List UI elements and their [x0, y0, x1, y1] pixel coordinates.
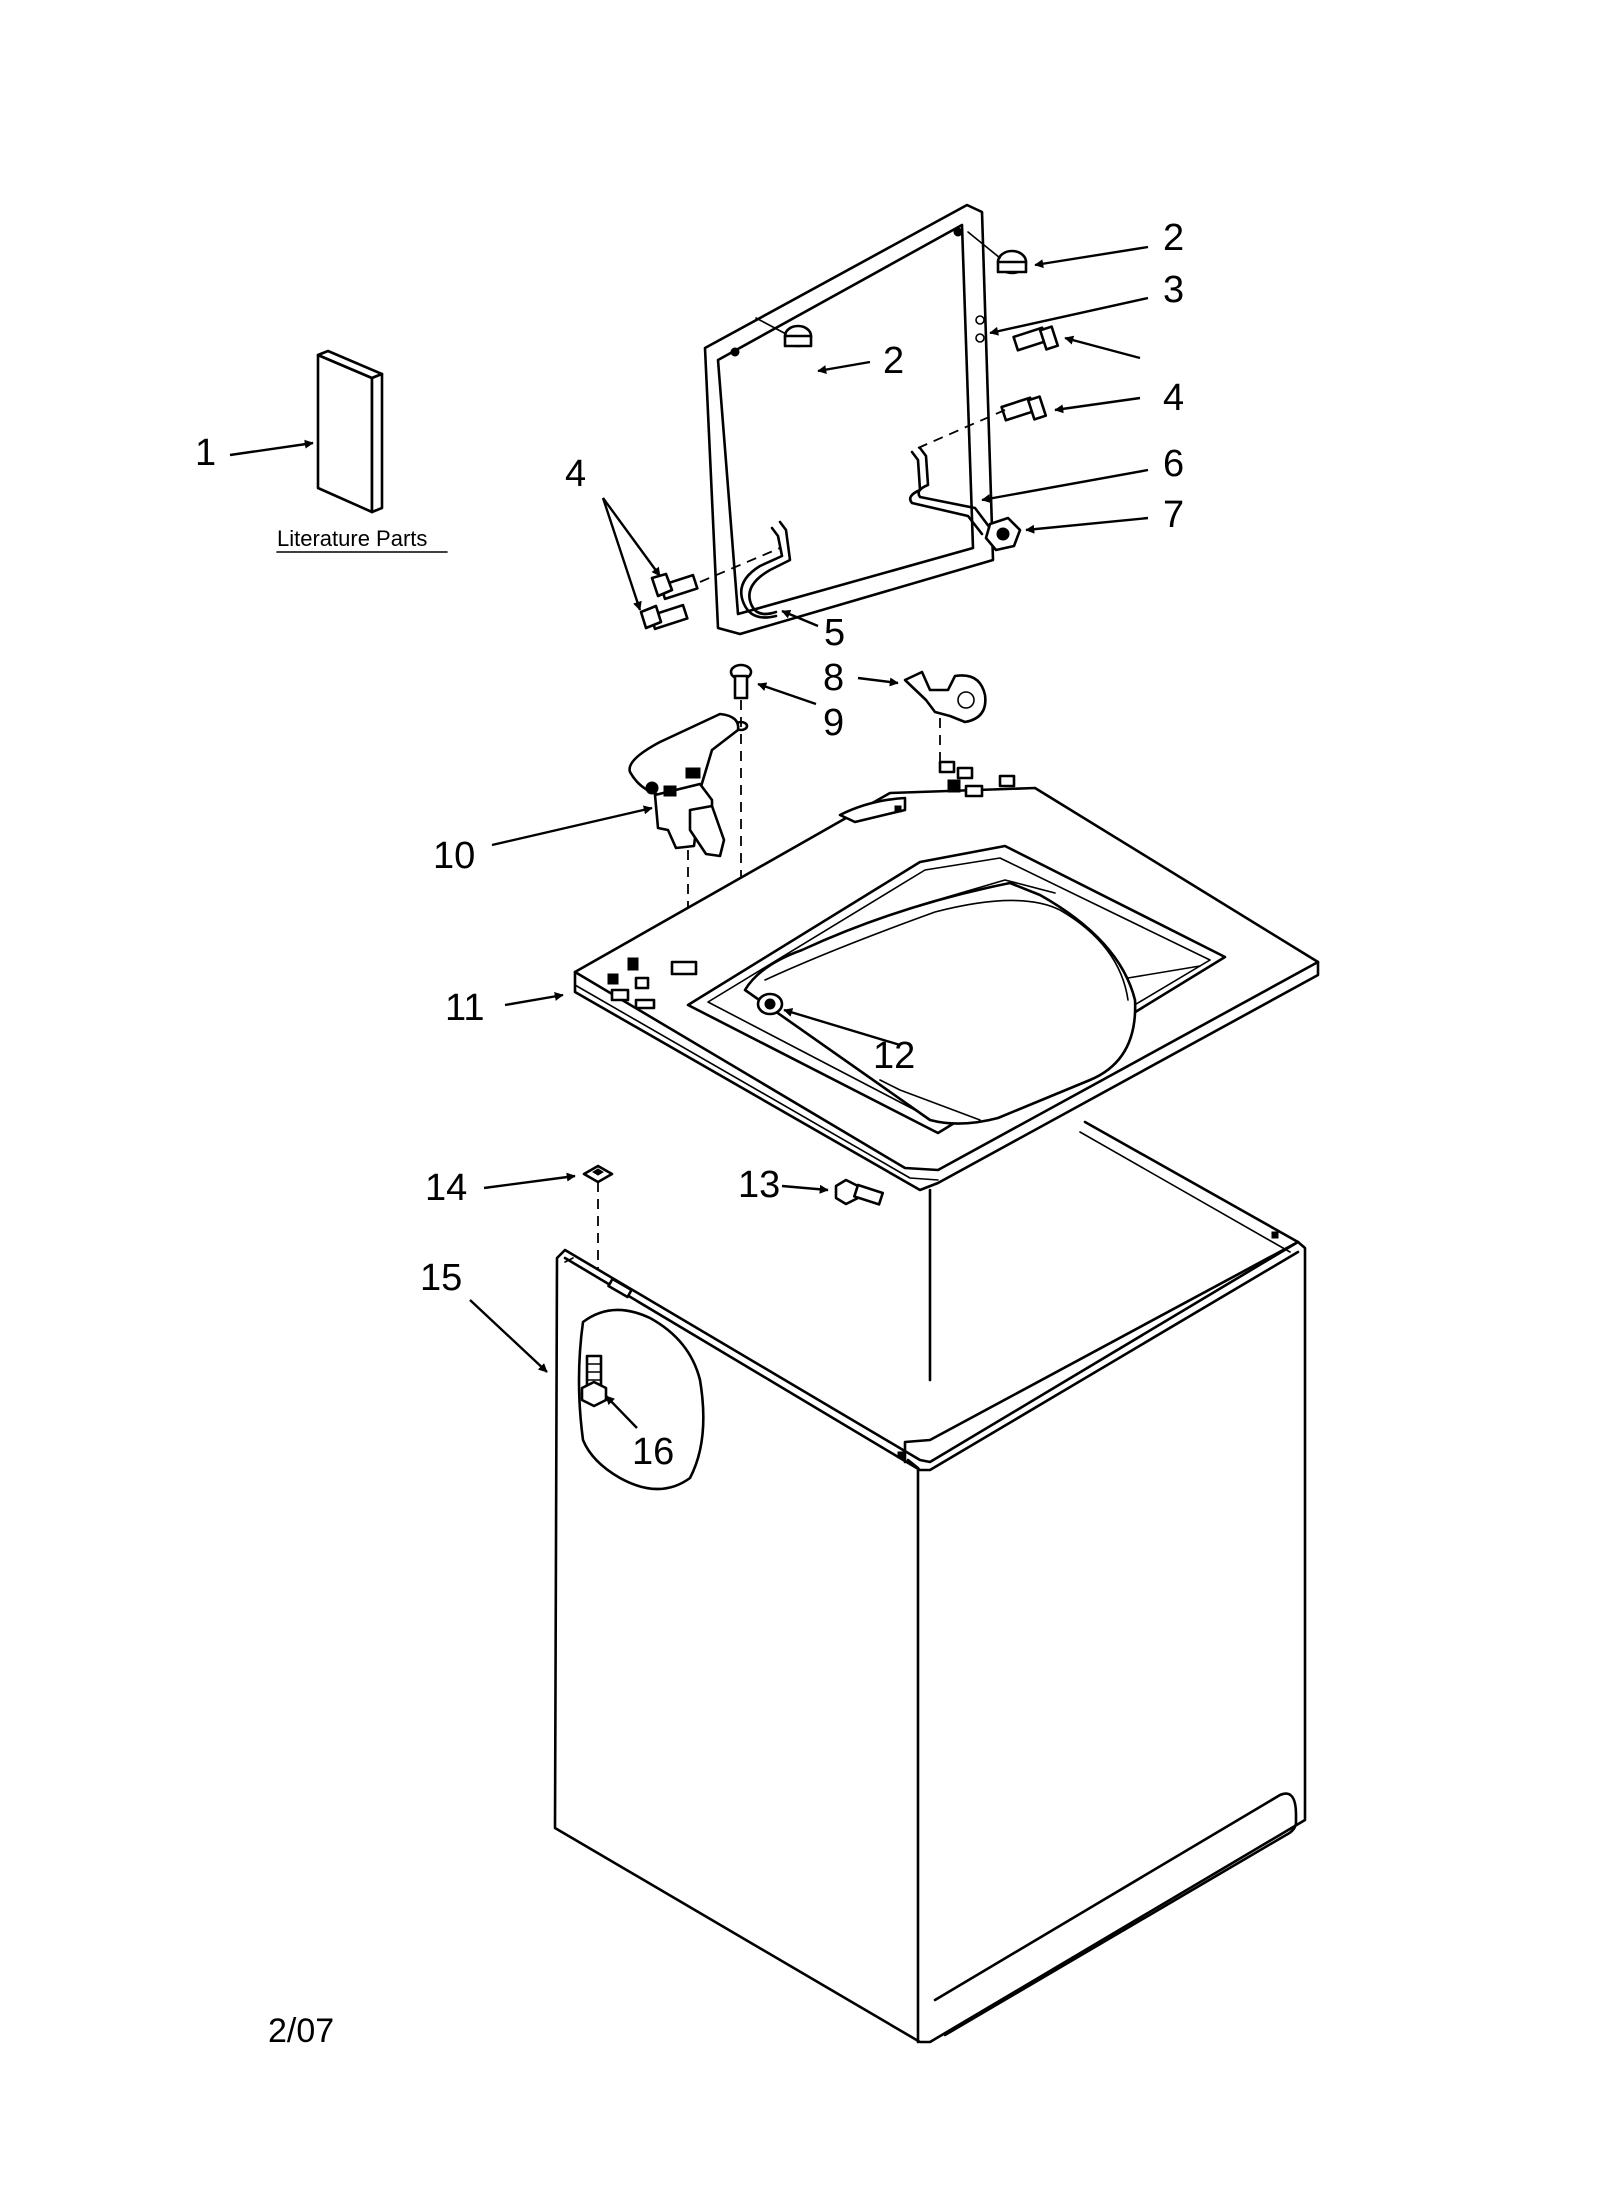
- callout-6: 6: [1163, 443, 1184, 485]
- callout-11: 11: [445, 987, 484, 1029]
- leader-line-4-right-b: [1054, 396, 1141, 414]
- cabinet-part: [553, 1120, 1307, 2044]
- hinge-part-right-inner: [908, 450, 984, 536]
- screw-part-left-upper: [650, 572, 699, 601]
- leader-line-5: [781, 609, 819, 628]
- bumper-dash-lower: [755, 317, 787, 335]
- callout-8: 8: [823, 657, 844, 699]
- nut-part: [984, 516, 1022, 552]
- leader-line-16: [605, 1395, 638, 1429]
- screw-part-left-lower: [639, 603, 689, 631]
- leader-line-2b: [817, 360, 871, 375]
- callout-3: 3: [1163, 269, 1184, 311]
- hinge-part-left-inner: [739, 526, 784, 619]
- cabinet-screw-part: [580, 1354, 608, 1408]
- screw-part-right-upper: [1012, 325, 1060, 352]
- callout-13: 13: [738, 1164, 780, 1206]
- leader-line-14: [483, 1172, 576, 1190]
- leader-line-11: [504, 991, 564, 1007]
- washer-top-part: [573, 760, 1320, 1192]
- lid-switch-part: [628, 712, 740, 935]
- cabinet-clip-part: [582, 1164, 614, 1184]
- leader-line-12: [783, 1008, 901, 1047]
- screw-dash-left: [699, 547, 781, 583]
- callout-14: 14: [425, 1167, 467, 1209]
- bumper-dash-upper: [967, 231, 1001, 259]
- callout-15: 15: [420, 1257, 462, 1299]
- literature-parts-label: Literature Parts: [277, 526, 427, 551]
- revision-date: 2/07: [268, 2012, 334, 2050]
- callout-4-right: 4: [1163, 377, 1184, 419]
- grommet-part: [756, 992, 784, 1016]
- lid-frame-part: [703, 203, 995, 636]
- callout-9: 9: [823, 702, 844, 744]
- leader-line-2a: [1034, 245, 1149, 269]
- callout-5: 5: [824, 612, 845, 654]
- callout-7: 7: [1163, 494, 1184, 536]
- bumper-part-upper: [996, 249, 1028, 275]
- callout-12: 12: [873, 1035, 915, 1077]
- leader-line-9: [757, 682, 817, 706]
- leader-line-4-left-a: [602, 497, 661, 577]
- callout-2-lower: 2: [883, 340, 904, 382]
- callout-10: 10: [433, 835, 475, 877]
- bumper-part-lower: [783, 324, 813, 348]
- leader-line-13: [781, 1184, 829, 1194]
- literature-booklet-part: [316, 349, 384, 514]
- leader-line-1: [229, 439, 314, 457]
- leader-line-8: [857, 676, 899, 687]
- screw-part-right-lower: [1000, 395, 1048, 422]
- leader-line-7: [1025, 516, 1149, 534]
- callout-1: 1: [195, 432, 216, 474]
- small-screw-part: [729, 663, 753, 732]
- leader-line-15: [469, 1299, 548, 1373]
- callout-16: 16: [632, 1431, 674, 1473]
- leader-line-3: [989, 296, 1149, 336]
- top-screw-part: [834, 1178, 885, 1206]
- leader-line-6: [981, 468, 1149, 503]
- hinge-part-left: [748, 520, 792, 616]
- leader-line-10: [491, 805, 653, 847]
- callout-4-left: 4: [565, 453, 586, 495]
- leader-line-4-left-b: [601, 497, 642, 611]
- leader-line-4-right-a: [1064, 335, 1141, 360]
- callout-2-upper: 2: [1163, 217, 1184, 259]
- clip-part: [903, 670, 987, 724]
